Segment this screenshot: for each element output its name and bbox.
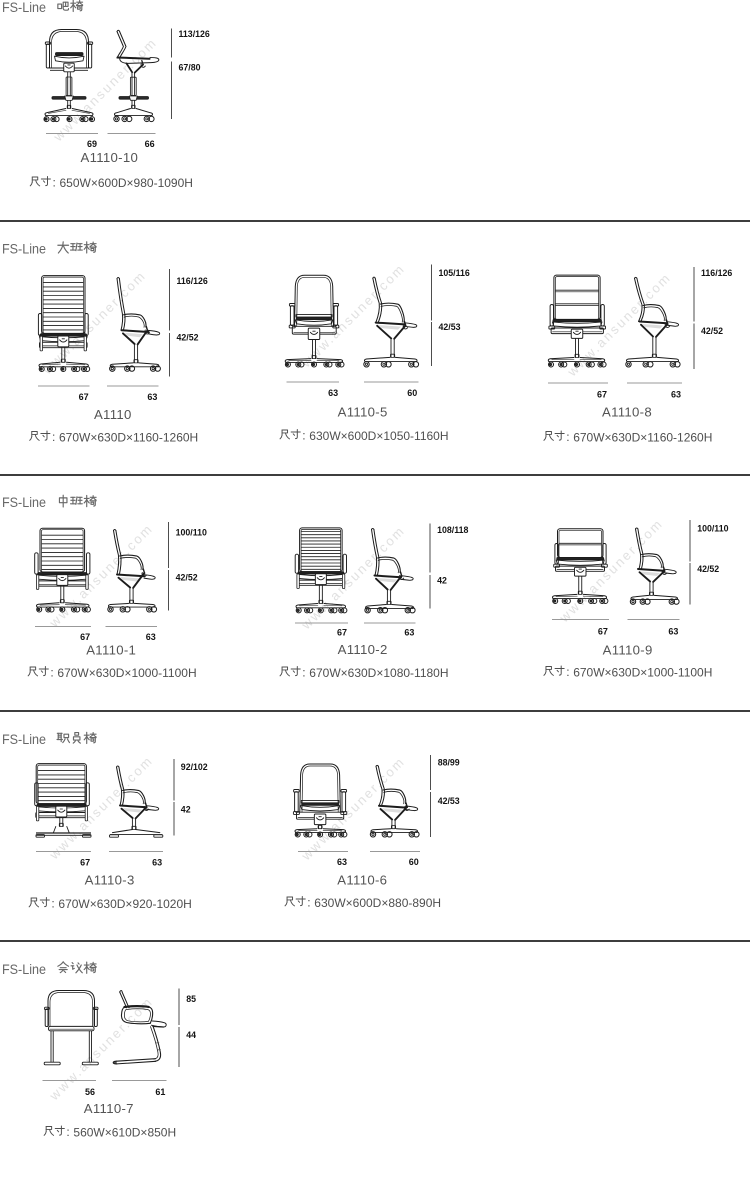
svg-text:42/52: 42/52 xyxy=(177,333,199,343)
svg-text:63: 63 xyxy=(668,626,678,636)
svg-text:69: 69 xyxy=(87,139,97,149)
svg-text::: : xyxy=(566,430,569,444)
svg-text:A1110-8: A1110-8 xyxy=(602,405,652,420)
svg-text:670W×630D×1000-1100H: 670W×630D×1000-1100H xyxy=(573,666,712,680)
svg-text::: : xyxy=(52,430,55,444)
svg-text:www.ansuner.com: www.ansuner.com xyxy=(298,754,408,864)
svg-text:63: 63 xyxy=(146,632,156,642)
svg-text:44: 44 xyxy=(186,1030,196,1040)
svg-text:www.ansuner.com: www.ansuner.com xyxy=(46,994,156,1104)
svg-text::: : xyxy=(51,896,54,910)
svg-text:42/52: 42/52 xyxy=(176,573,198,583)
svg-text:56: 56 xyxy=(85,1087,95,1097)
svg-text:61: 61 xyxy=(155,1087,165,1097)
svg-text:60: 60 xyxy=(409,857,419,867)
svg-text:670W×630D×1160-1260H: 670W×630D×1160-1260H xyxy=(573,431,712,445)
svg-text::: : xyxy=(66,1125,69,1139)
svg-text:FS-Line: FS-Line xyxy=(2,495,46,511)
svg-text:67: 67 xyxy=(79,392,89,402)
svg-text:67: 67 xyxy=(598,626,608,636)
svg-text:A1110-9: A1110-9 xyxy=(603,643,653,658)
svg-text:66: 66 xyxy=(145,139,155,149)
svg-text:63: 63 xyxy=(328,388,338,398)
svg-text:42: 42 xyxy=(437,576,447,586)
svg-text:650W×600D×980-1090H: 650W×600D×980-1090H xyxy=(60,176,193,190)
svg-text::: : xyxy=(307,895,310,909)
svg-text::: : xyxy=(566,665,569,679)
svg-text:88/99: 88/99 xyxy=(438,758,460,768)
svg-text:67: 67 xyxy=(337,628,347,638)
svg-text:A1110-5: A1110-5 xyxy=(338,405,388,420)
svg-text:560W×610D×850H: 560W×610D×850H xyxy=(73,1126,176,1140)
svg-text:A1110-1: A1110-1 xyxy=(86,643,136,658)
svg-text:42: 42 xyxy=(181,804,191,814)
svg-text:A1110-10: A1110-10 xyxy=(80,150,138,165)
svg-text:42/53: 42/53 xyxy=(438,796,460,806)
svg-text:63: 63 xyxy=(147,392,157,402)
svg-text:63: 63 xyxy=(404,628,414,638)
svg-text:63: 63 xyxy=(152,858,162,868)
svg-text:105/116: 105/116 xyxy=(439,268,470,278)
svg-text:A1110-7: A1110-7 xyxy=(84,1101,134,1116)
svg-text:42/52: 42/52 xyxy=(701,326,723,336)
svg-text:116/126: 116/126 xyxy=(177,276,208,286)
svg-text:www.ansuner.com: www.ansuner.com xyxy=(564,270,674,380)
svg-text:630W×600D×1050-1160H: 630W×600D×1050-1160H xyxy=(309,429,448,443)
svg-text:85: 85 xyxy=(186,994,196,1004)
svg-text:100/110: 100/110 xyxy=(697,524,728,534)
svg-text:108/118: 108/118 xyxy=(437,525,468,535)
svg-text:A1110-3: A1110-3 xyxy=(85,873,135,888)
svg-text:630W×600D×880-890H: 630W×600D×880-890H xyxy=(314,896,441,910)
svg-text::: : xyxy=(302,665,305,679)
svg-text:FS-Line: FS-Line xyxy=(2,0,46,16)
svg-text:670W×630D×1160-1260H: 670W×630D×1160-1260H xyxy=(59,431,198,445)
svg-text:670W×630D×1000-1100H: 670W×630D×1000-1100H xyxy=(57,666,196,680)
svg-text:113/126: 113/126 xyxy=(179,29,210,39)
svg-text:FS-Line: FS-Line xyxy=(2,732,46,748)
svg-text:A1110-2: A1110-2 xyxy=(338,642,388,657)
svg-text:67: 67 xyxy=(80,632,90,642)
svg-text:67: 67 xyxy=(597,389,607,399)
svg-text:A1110-6: A1110-6 xyxy=(337,873,387,888)
svg-text:42/52: 42/52 xyxy=(697,564,719,574)
svg-text:63: 63 xyxy=(671,389,681,399)
svg-text:116/126: 116/126 xyxy=(701,268,732,278)
svg-text::: : xyxy=(53,175,56,189)
svg-text:FS-Line: FS-Line xyxy=(2,962,46,978)
svg-text:92/102: 92/102 xyxy=(181,762,208,772)
svg-text:67/80: 67/80 xyxy=(179,62,201,72)
svg-text:60: 60 xyxy=(407,388,417,398)
svg-text:A1110: A1110 xyxy=(94,407,132,422)
svg-text:63: 63 xyxy=(337,857,347,867)
svg-text:67: 67 xyxy=(80,858,90,868)
svg-text:www.ansuner.com: www.ansuner.com xyxy=(298,523,408,633)
svg-text:42/53: 42/53 xyxy=(439,322,461,332)
svg-text::: : xyxy=(302,428,305,442)
svg-text:www.ansuner.com: www.ansuner.com xyxy=(39,268,149,378)
svg-text:670W×630D×1080-1180H: 670W×630D×1080-1180H xyxy=(309,666,448,680)
svg-text:670W×630D×920-1020H: 670W×630D×920-1020H xyxy=(58,897,191,911)
svg-text:100/110: 100/110 xyxy=(176,527,207,537)
svg-text::: : xyxy=(50,665,53,679)
svg-text:FS-Line: FS-Line xyxy=(2,242,46,258)
